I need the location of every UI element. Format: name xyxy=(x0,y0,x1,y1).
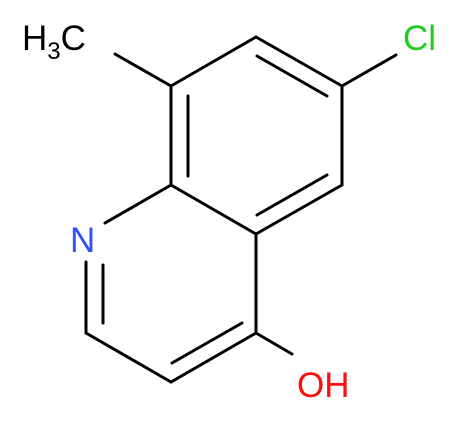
methyl-label: H3C xyxy=(22,19,86,65)
chlorine-label: Cl xyxy=(403,19,436,58)
bond-c4a-c8a xyxy=(169,183,258,236)
hydroxyl-label: OH xyxy=(297,366,350,405)
bond-c8-c7 xyxy=(169,35,258,88)
bond-c3-c4-inner xyxy=(170,321,244,365)
bond-c2-c3 xyxy=(84,331,173,384)
bond-c8a-n1 xyxy=(103,183,173,225)
bond-c4-oh xyxy=(254,331,294,356)
bond-c7-c6 xyxy=(254,35,344,88)
nitrogen-label: N xyxy=(70,221,95,260)
bond-c8-methyl xyxy=(113,52,173,88)
bond-c3-c4 xyxy=(169,331,258,384)
bond-c5-c4a-inner xyxy=(255,173,329,217)
bond-c5-c4a xyxy=(254,183,344,236)
bond-c7-c6-inner xyxy=(255,54,329,98)
bond-c6-cl xyxy=(340,53,398,88)
